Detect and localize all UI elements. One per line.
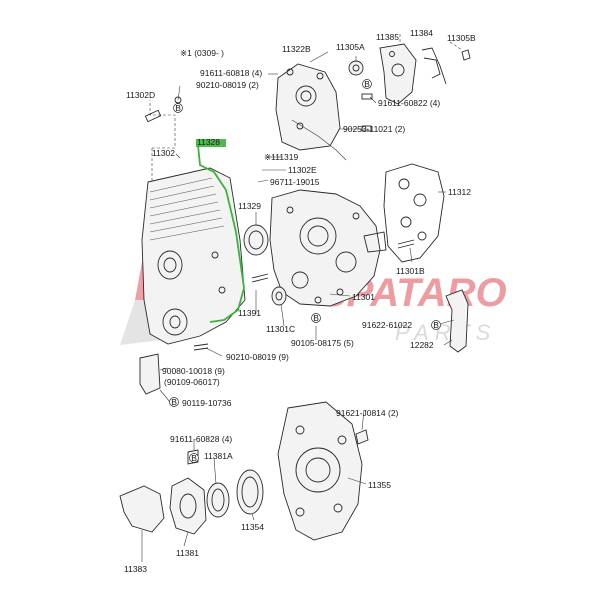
watermark-subtext: PARTS — [395, 320, 496, 345]
part-label: 91611-60818 (4) — [200, 68, 262, 78]
part-label: 90119-10736 — [182, 398, 232, 408]
part-label: 11302 — [152, 148, 175, 158]
part-label: 11305A — [336, 42, 365, 52]
rod-111319 — [291, 119, 347, 161]
svg-text:B: B — [191, 453, 197, 463]
part-label: 11391 — [238, 308, 261, 318]
part-label: 11301 — [352, 292, 375, 302]
svg-text:B: B — [175, 103, 181, 113]
retainer-11381 — [169, 477, 207, 535]
cover-11383 — [119, 485, 165, 533]
bracket-90080 — [139, 353, 161, 395]
bolt-91611-60828 — [187, 449, 199, 465]
bolt-91621 — [355, 429, 369, 445]
part-label: 11312 — [448, 187, 471, 197]
part-label: 11381A — [204, 451, 233, 461]
part-label: 91621-J0814 (2) — [336, 408, 399, 418]
gasket-11328-highlight — [197, 144, 245, 323]
part-label: ※111319 — [264, 152, 298, 162]
part-labels: ※1 (0309- ) 11322B 11305A 11385 11384 11… — [124, 28, 476, 574]
leader-lines — [141, 51, 455, 562]
part-label: 11354 — [241, 522, 264, 532]
part-label: 90210-08019 (9) — [226, 352, 289, 362]
part-label: ※1 (0309- ) — [180, 48, 224, 58]
part-label: 12282 — [410, 340, 434, 350]
seal-11301c — [271, 286, 287, 306]
bolt-90210-08019-9 — [193, 343, 209, 351]
seal-11305a — [348, 60, 364, 76]
clip-11305b — [461, 49, 471, 61]
part-label: 11302E — [288, 165, 317, 175]
part-label: 90210-08019 (2) — [196, 80, 259, 90]
part-label: 11302D — [126, 90, 155, 100]
bracket-11384 — [421, 47, 447, 85]
svg-text:B: B — [171, 397, 177, 407]
bolt-90253 — [361, 125, 372, 132]
part-label: 91611-60828 (4) — [170, 434, 232, 444]
svg-text:B: B — [364, 79, 370, 89]
part-label: 11305B — [447, 33, 476, 43]
svg-text:B: B — [313, 313, 319, 323]
part-label: 11383 — [124, 564, 147, 574]
bracket-12282 — [445, 289, 469, 353]
seal-11329 — [243, 224, 269, 256]
part-label: (90109-06017) — [164, 377, 220, 387]
part-label: 11355 — [368, 480, 391, 490]
rear-plate-11355 — [277, 401, 363, 541]
gasket-11312 — [383, 163, 445, 263]
part-label: 90105-08175 (5) — [291, 338, 354, 348]
stud-11391 — [251, 273, 269, 283]
part-label: 90080-10018 (9) — [162, 366, 225, 376]
part-label: 96711-19015 — [270, 177, 320, 187]
part-label: 11329 — [238, 201, 261, 211]
part-label: 11381 — [176, 548, 199, 558]
gasket-11328-label-highlight — [196, 139, 226, 147]
part-label: 11301B — [396, 266, 425, 276]
stud-11301b — [397, 239, 415, 249]
part-label: 90253-11021 (2) — [343, 124, 405, 134]
part-label: 91622-61022 — [362, 320, 412, 330]
part-label: 11328 — [197, 137, 220, 147]
timing-cover-11302 — [141, 167, 246, 345]
timing-plate-11322b — [275, 63, 341, 151]
seal-11381a — [206, 482, 230, 518]
part-label: 11322B — [282, 44, 311, 54]
part-label: 11385 — [376, 32, 399, 42]
seal-11354 — [236, 469, 264, 515]
part-label: 91611-60822 (4) — [378, 98, 440, 108]
bolt-91611-60822 — [361, 93, 373, 100]
bolt-markers: B B B B B B — [169, 79, 441, 463]
part-label: 11301C — [266, 324, 295, 334]
engine-block-11301 — [269, 189, 387, 307]
bracket-11385 — [379, 43, 417, 105]
part-label: 11384 — [410, 28, 433, 38]
svg-text:B: B — [433, 320, 439, 330]
